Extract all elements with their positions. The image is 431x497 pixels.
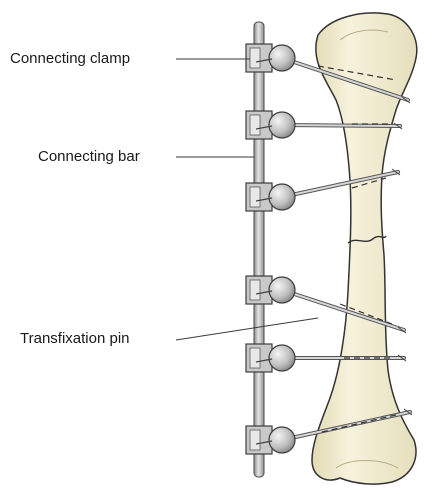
- connecting-clamp: [246, 344, 295, 372]
- connecting-clamp: [246, 44, 295, 72]
- connecting-clamp-label: Connecting clamp: [10, 50, 130, 68]
- connecting-bar: [254, 22, 264, 477]
- connecting-clamp: [246, 276, 295, 304]
- connecting-clamp: [246, 426, 295, 454]
- connecting-clamp: [246, 111, 295, 139]
- connecting-clamps: [246, 44, 295, 454]
- connecting-clamp: [246, 183, 295, 211]
- transfixation-pin: [282, 290, 406, 333]
- transfixation-pin-leader: [176, 318, 318, 340]
- connecting-bar-label: Connecting bar: [38, 148, 140, 166]
- transfixation-pin-label: Transfixation pin: [20, 330, 130, 348]
